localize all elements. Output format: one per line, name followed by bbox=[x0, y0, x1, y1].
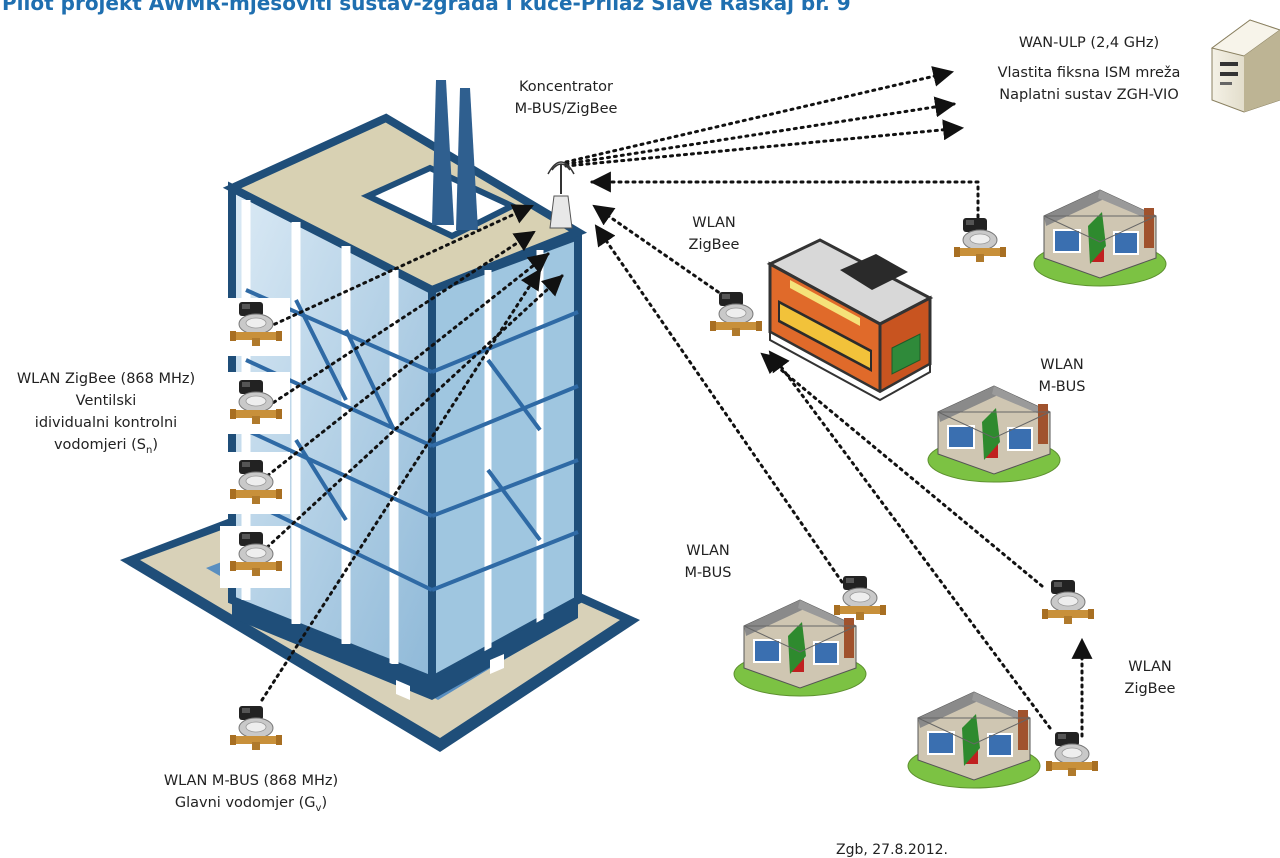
label-line: WLAN bbox=[1128, 659, 1172, 675]
label-line: Glavni vodomjer (Gv) bbox=[140, 792, 362, 820]
label-subscript: v bbox=[315, 802, 322, 814]
server-icon bbox=[1210, 19, 1280, 113]
footer-date: Zgb, 27.8.2012. bbox=[836, 842, 948, 858]
label-wlan-zigbee-bottom: WLAN ZigBee bbox=[1112, 656, 1188, 700]
label-building-meters: WLAN ZigBee (868 MHz) Ventilski idividua… bbox=[0, 368, 212, 462]
link-wan-3 bbox=[564, 119, 965, 168]
water-meter-icon bbox=[709, 291, 763, 337]
label-line: Naplatni sustav ZGH-VIO bbox=[999, 87, 1179, 103]
label-line: Vlastita fiksna ISM mreža bbox=[997, 65, 1181, 81]
page-title: Pilot projekt AWMR-mješoviti sustav-zgra… bbox=[2, 0, 851, 15]
label-text: vodomjeri (S bbox=[53, 437, 147, 453]
water-meter-icon bbox=[229, 705, 283, 751]
label-line: M-BUS bbox=[684, 565, 732, 581]
house-icon-bottom-right bbox=[907, 691, 1041, 789]
label-line: idividualni kontrolni bbox=[34, 415, 178, 431]
house-icon-top-right bbox=[1033, 189, 1167, 287]
water-meter-icon bbox=[1041, 579, 1095, 625]
label-line: WLAN bbox=[686, 543, 730, 559]
label-line: WLAN ZigBee (868 MHz) bbox=[16, 371, 196, 387]
label-line: M-BUS bbox=[1038, 379, 1086, 395]
water-meter-icon bbox=[953, 217, 1007, 263]
label-line: WLAN bbox=[692, 215, 736, 231]
label-subscript: n bbox=[146, 444, 153, 456]
water-meter-icon bbox=[1045, 731, 1099, 777]
label-line: WLAN M-BUS (868 MHz) bbox=[163, 773, 339, 789]
label-line: vodomjeri (Sn) bbox=[0, 434, 212, 462]
label-text: ) bbox=[152, 437, 159, 453]
house-icon-bottom-left bbox=[733, 599, 867, 697]
label-concentrator: Koncentrator M-BUS/ZigBee bbox=[506, 76, 626, 120]
office-building-icon bbox=[120, 80, 640, 752]
label-line: WLAN bbox=[1040, 357, 1084, 373]
label-line: M-BUS/ZigBee bbox=[514, 101, 618, 117]
wireless-links bbox=[260, 66, 1093, 738]
label-main-meter: WLAN M-BUS (868 MHz) Glavni vodomjer (Gv… bbox=[140, 770, 362, 820]
link-wan-2 bbox=[564, 96, 957, 166]
label-line: Koncentrator bbox=[519, 79, 613, 95]
label-line: Ventilski bbox=[75, 393, 137, 409]
label-text: ) bbox=[321, 795, 328, 811]
label-wlan-mbus-right: WLAN M-BUS bbox=[1024, 354, 1100, 398]
label-line: ZigBee bbox=[688, 237, 740, 253]
antenna-concentrator-icon bbox=[547, 161, 575, 229]
label-wan: WAN-ULP (2,4 GHz) Vlastita fiksna ISM mr… bbox=[984, 32, 1194, 106]
label-wlan-zigbee-shop: WLAN ZigBee bbox=[676, 212, 752, 256]
label-wlan-mbus-bottom: WLAN M-BUS bbox=[670, 540, 746, 584]
label-text: Glavni vodomjer (G bbox=[174, 795, 316, 811]
label-line: ZigBee bbox=[1124, 681, 1176, 697]
link-wan-1 bbox=[564, 66, 955, 164]
shop-building-icon bbox=[766, 238, 934, 402]
label-line: WAN-ULP (2,4 GHz) bbox=[1018, 35, 1160, 51]
house-icon-mid-right bbox=[927, 385, 1061, 483]
